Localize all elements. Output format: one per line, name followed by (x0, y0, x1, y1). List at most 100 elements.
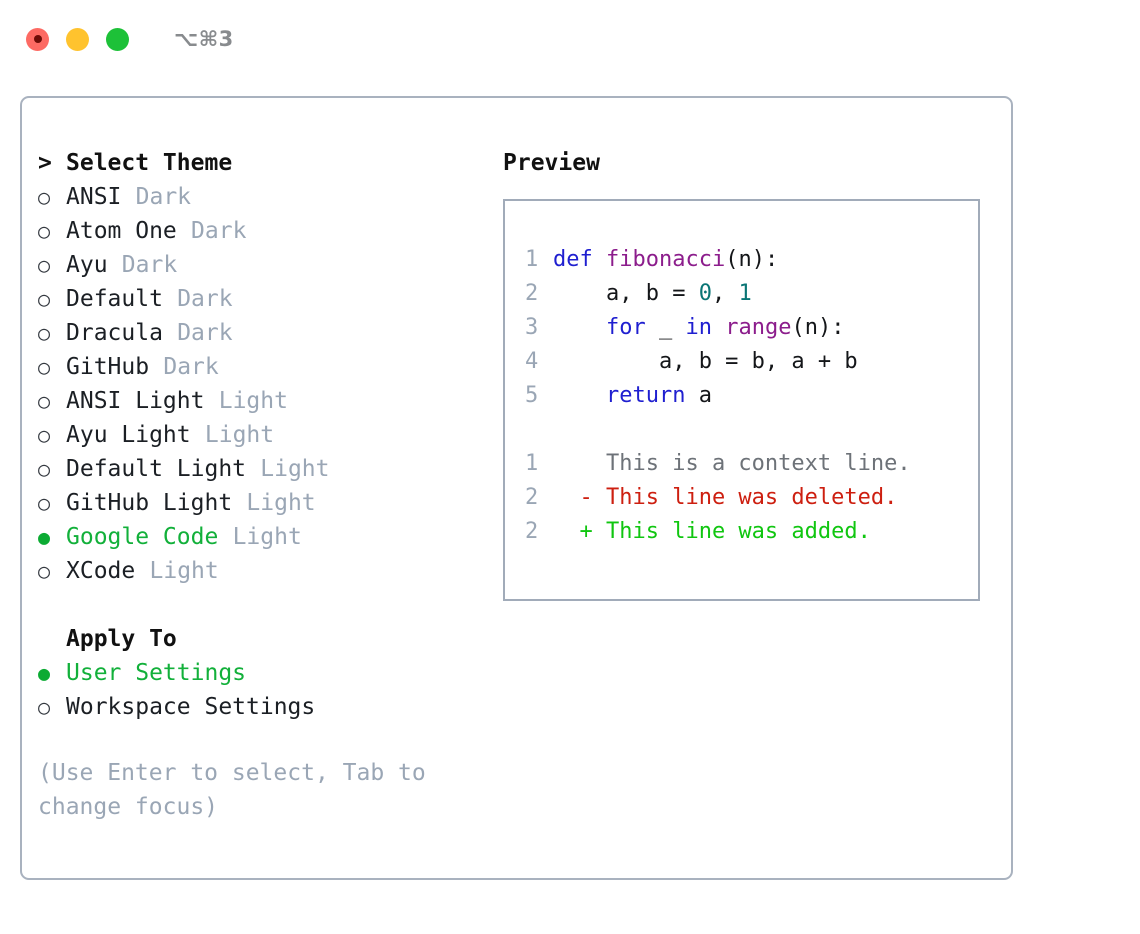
theme-variant-badge: Light (246, 490, 316, 516)
code-line: 2 a, b = 0, 1 (505, 277, 978, 311)
diff-line-number: 2 (525, 485, 539, 510)
radio-unselected-icon: ○ (38, 355, 51, 379)
theme-option-xcode[interactable]: ○ XCode Light (38, 554, 493, 588)
theme-option-label: Google Code (66, 524, 219, 550)
apply-to-option-workspace-settings[interactable]: ○Workspace Settings (38, 690, 493, 724)
theme-option-label: XCode (66, 558, 136, 584)
code-line: 3 for _ in range(n): (505, 311, 978, 345)
theme-variant-badge: Dark (135, 184, 192, 210)
code-token-fn: fibonacci (605, 247, 726, 272)
theme-option-atom-one[interactable]: ○ Atom One Dark (38, 214, 493, 248)
code-line-number: 1 (525, 247, 539, 272)
code-line-content: a, b = 0, 1 (553, 277, 752, 311)
code-token-plain: a (685, 383, 712, 408)
theme-variant-badge: Dark (163, 354, 219, 380)
radio-unselected-icon: ○ (38, 253, 51, 277)
apply-to-heading: Apply To (38, 622, 493, 656)
focus-caret-icon: > (38, 150, 52, 176)
diff-line-number: 2 (525, 519, 539, 544)
theme-option-dracula[interactable]: ○ Dracula Dark (38, 316, 493, 350)
code-token-plain (712, 315, 725, 340)
theme-option-label: Atom One (66, 218, 177, 244)
minimize-button-icon[interactable] (66, 27, 89, 51)
radio-unselected-icon: ○ (38, 219, 51, 243)
code-token-plain: (n): (791, 315, 845, 340)
theme-option-ansi[interactable]: ○ ANSI Dark (38, 180, 493, 214)
theme-variant-badge: Light (204, 422, 275, 448)
apply-to-option-label: User Settings (66, 660, 247, 686)
theme-option-ayu-light[interactable]: ○ Ayu Light Light (38, 418, 493, 452)
theme-option-label: Ayu Light (66, 422, 191, 448)
code-token-kw: def (553, 247, 606, 272)
theme-option-label: ANSI (66, 184, 122, 210)
diff-line-content: This is a context line. (553, 451, 911, 476)
theme-option-label: ANSI Light (66, 388, 205, 414)
code-token-kw: in (685, 315, 712, 340)
apply-to-option-label: Workspace Settings (66, 694, 316, 720)
code-token-num: 1 (738, 281, 752, 306)
radio-unselected-icon: ○ (38, 559, 51, 583)
radio-selected-icon: ● (38, 661, 51, 685)
code-token-fn: range (725, 315, 792, 340)
theme-variant-badge: Dark (177, 320, 233, 346)
code-line-number: 4 (525, 349, 539, 374)
theme-variant-badge: Light (149, 558, 219, 584)
radio-selected-icon: ● (38, 525, 51, 549)
diff-line-del: 2 - This line was deleted. (505, 481, 978, 515)
theme-variant-badge: Dark (121, 252, 178, 278)
code-token-plain (553, 315, 606, 340)
radio-unselected-icon: ○ (38, 423, 51, 447)
radio-unselected-icon: ○ (38, 389, 51, 413)
code-line: 4 a, b = b, a + b (505, 345, 978, 379)
preview-heading: Preview (503, 150, 600, 176)
code-token-plain: a, b = b, a + b (553, 349, 858, 374)
diff-preview: 1 This is a context line. 2 - This line w… (505, 447, 978, 549)
close-button-icon[interactable] (26, 27, 49, 51)
code-token-plain (553, 383, 606, 408)
code-token-kw: for (605, 315, 646, 340)
code-token-plain: _ (645, 315, 686, 340)
apply-to-option-user-settings[interactable]: ● User Settings (38, 656, 493, 690)
select-theme-heading-label: Select Theme (66, 150, 233, 176)
theme-option-label: GitHub (66, 354, 150, 380)
apply-to-caret-placeholder (38, 622, 66, 656)
select-theme-heading: > Select Theme (38, 146, 493, 180)
code-token-plain: a, b = (553, 281, 699, 306)
theme-option-label: Dracula (66, 320, 163, 346)
diff-line-number: 1 (525, 451, 539, 476)
radio-unselected-icon: ○ (38, 287, 51, 311)
theme-option-ansi-light[interactable]: ○ ANSI Light Light (38, 384, 493, 418)
keyboard-hint-text: (Use Enter to select, Tab to change focu… (38, 760, 426, 820)
code-token-num: 0 (698, 281, 712, 306)
section-spacer (38, 588, 493, 622)
zoom-button-icon[interactable] (106, 27, 129, 51)
theme-variant-badge: Dark (177, 286, 233, 312)
radio-unselected-icon: ○ (38, 185, 51, 209)
code-line-number: 2 (525, 281, 539, 306)
code-line: 5 return a (505, 379, 978, 413)
code-token-plain: (n): (725, 247, 779, 272)
apply-to-heading-label: Apply To (66, 626, 177, 652)
diff-line-content: + This line was added. (553, 519, 871, 544)
theme-option-ayu[interactable]: ○ Ayu Dark (38, 248, 493, 282)
theme-option-label: GitHub Light (66, 490, 233, 516)
theme-option-github[interactable]: ○ GitHub Dark (38, 350, 493, 384)
title-bar: ⌥⌘3 (0, 0, 1140, 78)
code-line-number: 3 (525, 315, 539, 340)
radio-unselected-icon: ○ (38, 321, 51, 345)
theme-option-label: Ayu (66, 252, 108, 278)
theme-variant-badge: Dark (191, 218, 247, 244)
theme-variant-badge: Light (218, 388, 288, 414)
keyboard-shortcut-label: ⌥⌘3 (174, 27, 234, 51)
code-line-number: 5 (525, 383, 539, 408)
